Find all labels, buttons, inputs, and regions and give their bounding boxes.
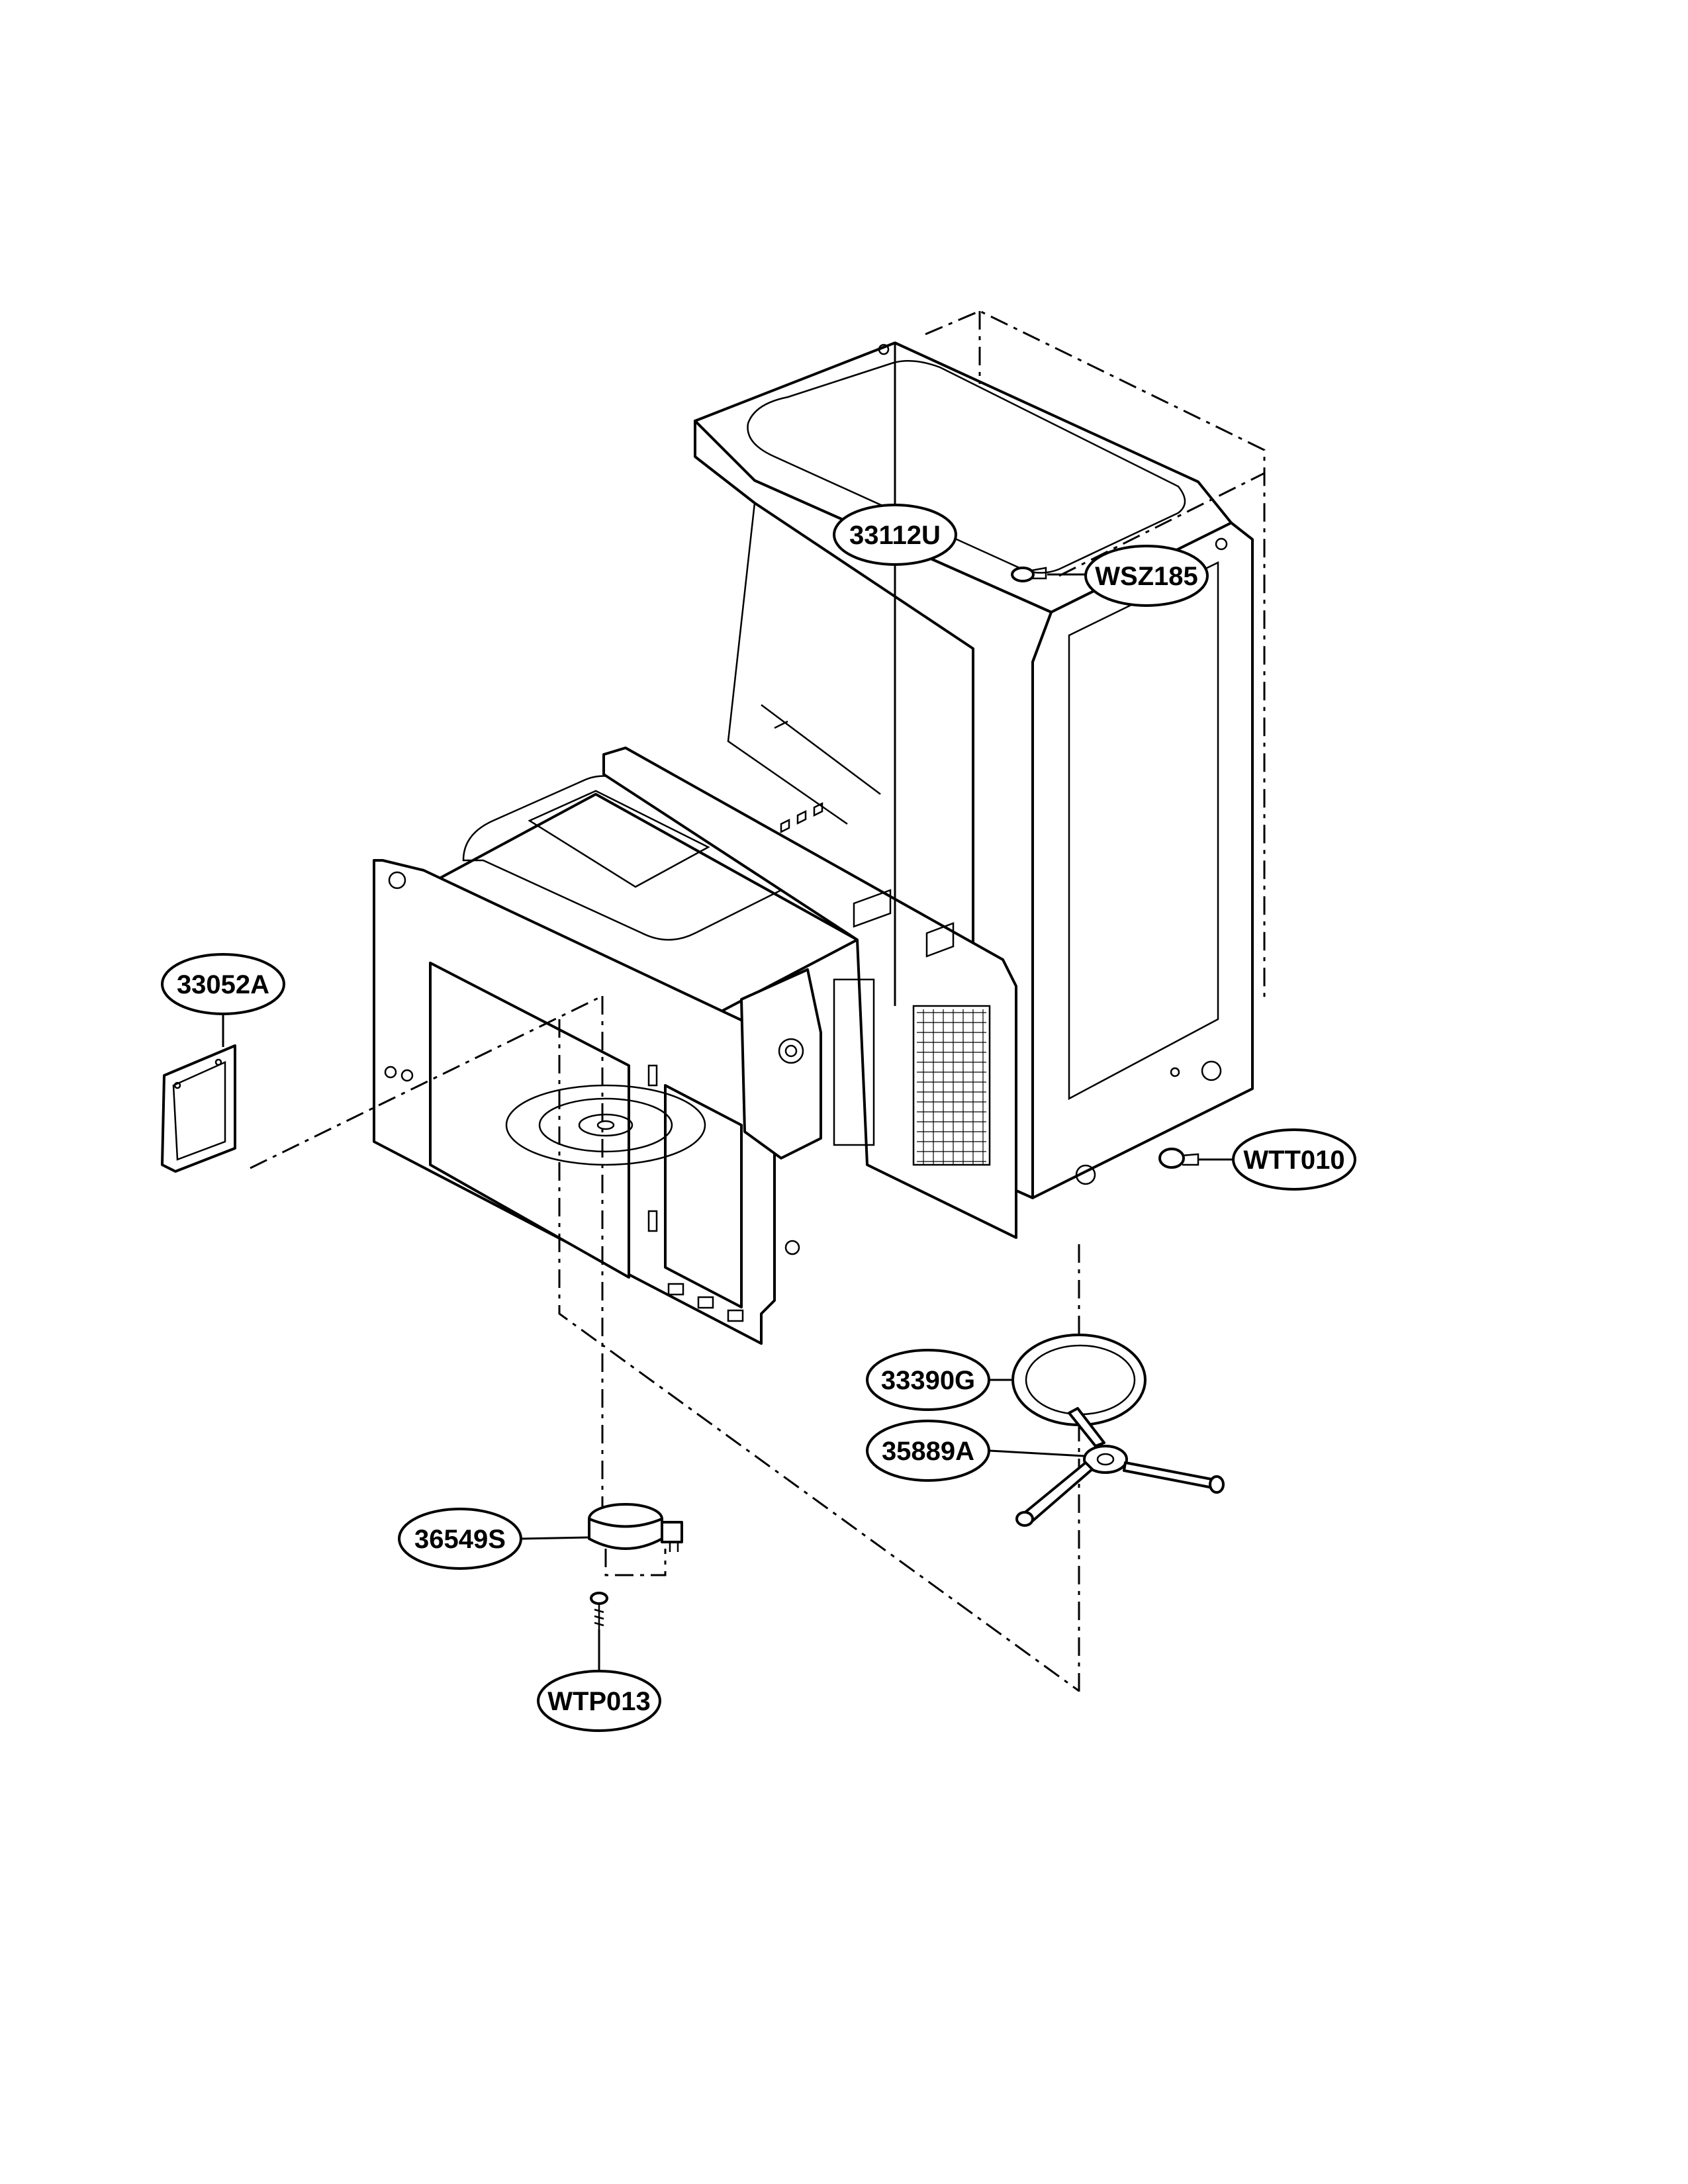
part-code: 35889A xyxy=(882,1437,974,1466)
part-callout-WTP013[interactable]: WTP013 xyxy=(537,1670,661,1732)
rear-vent-mesh xyxy=(917,1009,986,1165)
part-callout-33052A[interactable]: 33052A xyxy=(161,953,285,1015)
part-code: 36549S xyxy=(414,1525,506,1554)
part-callout-33390G[interactable]: 33390G xyxy=(866,1349,990,1411)
part-code: WSZ185 xyxy=(1095,562,1198,591)
part-code: 33052A xyxy=(177,970,269,999)
part-code: 33390G xyxy=(881,1366,975,1395)
part-callout-36549S[interactable]: 36549S xyxy=(398,1508,522,1570)
part-callout-WSZ185[interactable]: WSZ185 xyxy=(1084,545,1209,607)
part-callout-WTT010[interactable]: WTT010 xyxy=(1232,1128,1356,1191)
part-code: WTP013 xyxy=(547,1687,651,1716)
part-code: WTT010 xyxy=(1243,1146,1344,1175)
part-callout-33112U[interactable]: 33112U xyxy=(833,504,957,566)
motor-screw-drawing xyxy=(590,1592,608,1629)
case-screw-drawing xyxy=(1011,567,1047,582)
back-screw-drawing xyxy=(1158,1148,1199,1169)
part-callout-35889A[interactable]: 35889A xyxy=(866,1420,990,1482)
waveguide-cover-drawing xyxy=(161,1044,236,1173)
oven-cavity-drawing xyxy=(373,747,1017,1345)
roller-guide-drawing xyxy=(1015,1407,1225,1527)
turntable-motor-drawing xyxy=(588,1503,683,1576)
outer-case-projection xyxy=(925,310,1266,999)
part-code: 33112U xyxy=(849,521,941,550)
